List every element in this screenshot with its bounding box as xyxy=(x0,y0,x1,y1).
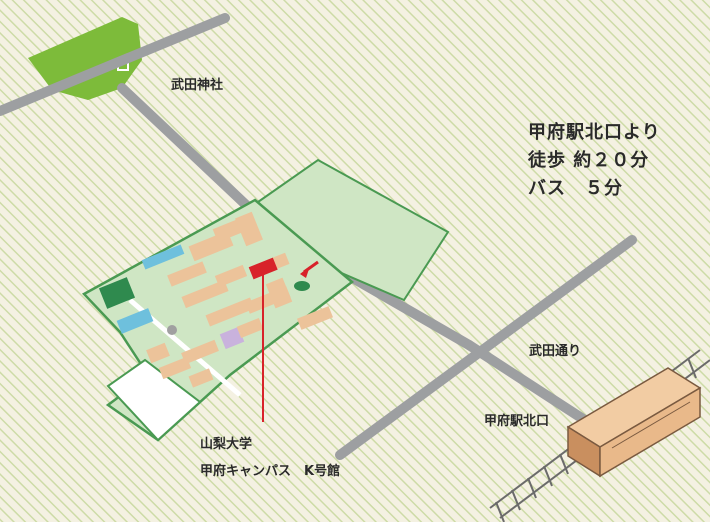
campus-round-icon xyxy=(167,325,177,335)
station-building xyxy=(566,367,702,478)
station-label: 甲府駅北口 xyxy=(484,414,550,429)
access-line-1: 甲府駅北口より xyxy=(528,122,661,143)
access-line-3: バス ５分 xyxy=(528,178,623,199)
pool-2 xyxy=(141,244,185,270)
road-network xyxy=(0,13,637,460)
k-building-marker[interactable] xyxy=(248,257,278,280)
sports-court xyxy=(98,277,136,309)
shrine-label: 武田神社 xyxy=(171,78,224,93)
campus-building-label: 甲府キャンパス K号館 xyxy=(200,464,341,479)
red-arrow-icon xyxy=(300,260,319,278)
pool-1 xyxy=(116,308,154,334)
street-label: 武田通り xyxy=(529,344,582,359)
purple-building xyxy=(219,326,245,350)
green-oval-icon xyxy=(294,281,310,291)
road-to-station xyxy=(464,340,605,435)
shrine-area xyxy=(28,17,142,100)
campus-annex xyxy=(106,358,202,442)
university-name-label: 山梨大学 xyxy=(200,437,253,452)
campus-buildings xyxy=(146,211,334,388)
takeda-street xyxy=(335,235,637,460)
access-info: 甲府駅北口より 徒歩 約２０分 バス ５分 xyxy=(528,119,661,203)
access-line-2: 徒歩 約２０分 xyxy=(528,150,650,171)
road-northwest xyxy=(0,13,230,116)
